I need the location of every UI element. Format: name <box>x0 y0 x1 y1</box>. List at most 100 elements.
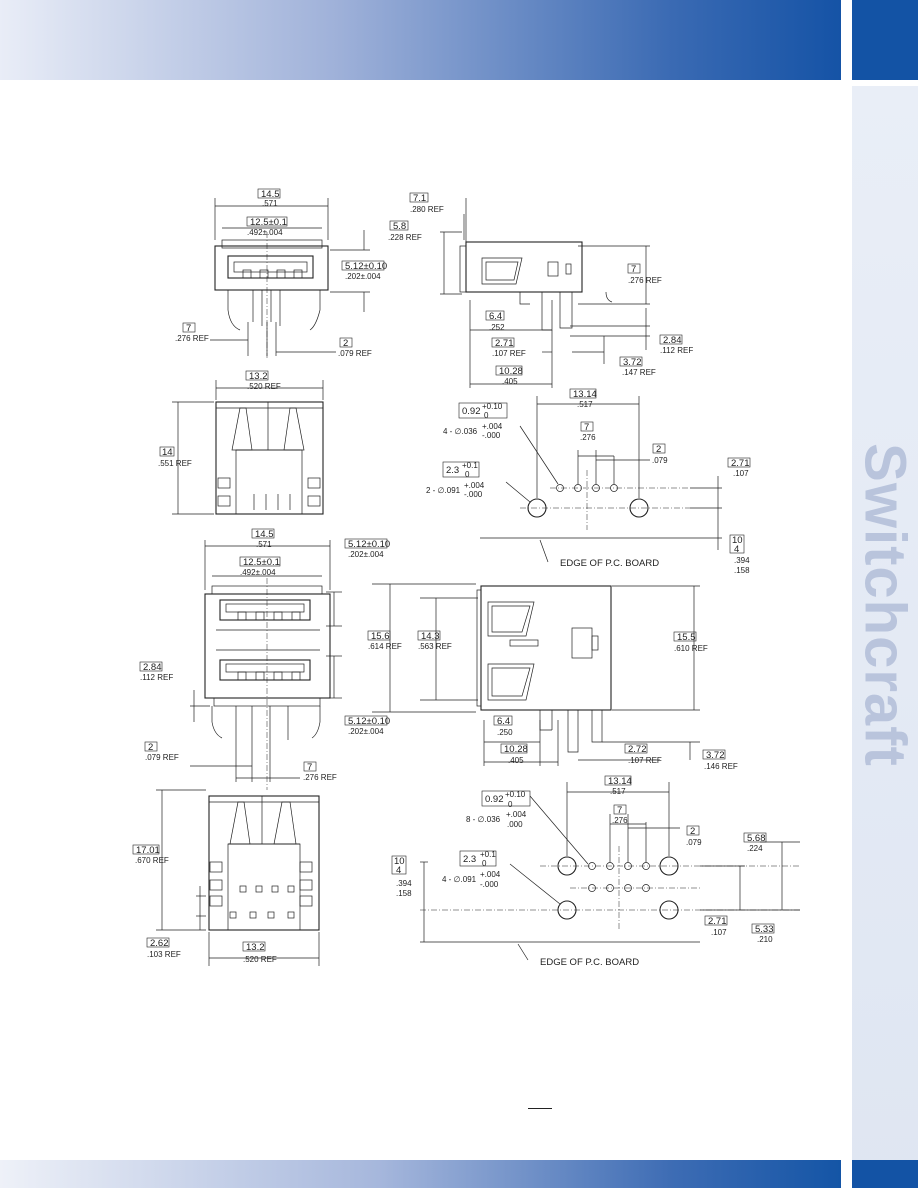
dim-text: +0.1 <box>480 850 496 859</box>
dim-text: 5.12±0.10 <box>348 539 390 550</box>
dim-text: 10.28 <box>504 744 528 755</box>
dim-text: 15.6 <box>371 631 390 642</box>
dim-text: .079 <box>652 456 668 465</box>
view7-dim-132: 13.2 .520 REF <box>242 941 277 964</box>
view6-dim-64: 6.4 .250 <box>493 715 513 737</box>
view-single-front <box>210 198 370 358</box>
dim-text: +.004 <box>506 810 527 819</box>
view-single-side <box>440 198 650 388</box>
view4-hole-small-callout: 0.92 +0.10 0 4 - ∅.036 +.004 -.000 <box>443 402 508 440</box>
dim-text: -.000 <box>480 880 499 889</box>
dim-text: 13.2 <box>246 942 265 953</box>
view8-dim-1314: 13.14 .517 <box>604 775 632 796</box>
dim-text: .551 REF <box>158 459 192 468</box>
view4-dim-7: 7 .276 <box>580 421 596 442</box>
view5-dim-slot-bot: 5.12±0.10 .202±.004 <box>344 715 390 736</box>
view1-dim-inner: 12.5±0.1 .492±.004 <box>246 216 288 237</box>
view7-dim-262: 2.62 .103 REF <box>146 937 181 959</box>
dim-text: +0.1 <box>462 461 478 470</box>
dim-text: .228 REF <box>388 233 422 242</box>
view6-dim-155: 15.5 .610 REF <box>673 631 708 653</box>
dim-text: .112 REF <box>660 346 693 355</box>
dim-text: .276 <box>612 816 628 825</box>
dim-text: 2.71 <box>731 458 750 469</box>
dim-text: 6.4 <box>489 311 502 322</box>
dim-text: .614 REF <box>368 642 402 651</box>
dim-text: +0.10 <box>482 402 503 411</box>
dim-text: 7 <box>584 422 589 433</box>
dim-text: .492±.004 <box>240 568 276 577</box>
dim-text: 0 <box>508 800 513 809</box>
view8-dim-271: 2.71 .107 <box>704 915 728 937</box>
dim-text: .670 REF <box>135 856 169 865</box>
dim-text: 17.01 <box>136 845 160 856</box>
dim-text: 0 <box>484 411 489 420</box>
view2-dim-71: 7.1 .280 REF <box>409 192 444 214</box>
view8-dim-533: 5.33 .210 <box>751 923 775 944</box>
dim-text: .276 REF <box>628 276 662 285</box>
dim-text: .107 <box>711 928 727 937</box>
dim-text: .210 <box>757 935 773 944</box>
dim-text: +.004 <box>464 481 485 490</box>
dim-text: .079 REF <box>145 753 179 762</box>
dim-text: 0 <box>465 470 470 479</box>
view-dual-pcb <box>420 782 800 961</box>
dim-text: 2.84 <box>663 335 682 346</box>
dim-text: 12.5±0.1 <box>243 557 280 568</box>
dim-text: -.000 <box>482 431 501 440</box>
view1-dim-pitch2: 2 .079 REF <box>338 337 372 358</box>
view2-dim-284: 2.84 .112 REF <box>659 334 693 355</box>
side-bar-header <box>852 0 918 80</box>
view8-hole-small-callout: 0.92 +0.10 0 8 - ∅.036 +.004 .000 <box>466 790 531 829</box>
dim-text: .079 REF <box>338 349 372 358</box>
dim-text: 0.92 <box>485 794 504 805</box>
dim-text: .107 REF <box>628 756 662 765</box>
view5-dim-2: 2 .079 REF <box>144 741 179 762</box>
dim-text: 2.3 <box>463 854 476 865</box>
edge-of-pcb-label: EDGE OF P.C. BOARD <box>540 957 639 968</box>
dim-text: .250 <box>497 728 513 737</box>
view-dual-front <box>190 540 342 790</box>
dim-text: 2 <box>343 338 348 349</box>
view5-dim-284: 2.84 .112 REF <box>139 661 173 682</box>
dim-text: .394 <box>396 879 412 888</box>
dim-text: .202±.004 <box>345 272 381 281</box>
dim-text: 2 <box>690 826 695 837</box>
view2-dim-271: 2.71 .107 REF <box>491 337 526 358</box>
dim-text: 6.4 <box>497 716 510 727</box>
side-bar <box>852 0 918 1188</box>
view7-dim-1701: 17.01 .670 REF <box>132 844 169 865</box>
view6-dim-272: 2.72 .107 REF <box>624 743 662 765</box>
view-dual-top <box>156 789 320 966</box>
dim-text: 2.3 <box>446 465 459 476</box>
dim-text: .563 REF <box>418 642 452 651</box>
dim-text: 5.12±0.10 <box>345 261 387 272</box>
dim-text: .107 <box>733 469 749 478</box>
dim-text: 3.72 <box>623 357 642 368</box>
dim-text: 2.71 <box>495 338 514 349</box>
dim-text: .158 <box>734 566 750 575</box>
dim-text: 5.33 <box>755 924 774 935</box>
dim-text: 13.14 <box>573 389 597 400</box>
view3-dim-132: 13.2 .520 REF <box>245 370 281 391</box>
dim-text: .112 REF <box>140 673 173 682</box>
dim-text: .146 REF <box>704 762 738 771</box>
dim-text: .520 REF <box>243 955 277 964</box>
view5-dim-inner: 12.5±0.1 .492±.004 <box>239 556 281 577</box>
view8-dim-568: 5.68 .224 <box>743 832 767 853</box>
view2-dim-58: 5.8 .228 REF <box>388 220 422 242</box>
dim-text: +.004 <box>480 870 501 879</box>
dim-text: +0.10 <box>505 790 526 799</box>
dim-text: 10 <box>732 535 743 546</box>
dim-text: .492±.004 <box>247 228 283 237</box>
dim-text: 2.84 <box>143 662 162 673</box>
dim-text: .517 <box>577 400 593 409</box>
view1-dim-slot: 5.12±0.10 .202±.004 <box>341 260 387 281</box>
view2-dim-64: 6.4 .252 <box>485 310 505 332</box>
page-number-rule <box>528 1108 552 1121</box>
dim-text: 14.5 <box>255 529 274 540</box>
dim-text: .520 REF <box>247 382 281 391</box>
view-dual-side <box>372 583 700 766</box>
dim-text: .147 REF <box>622 368 656 377</box>
dim-text: .280 REF <box>410 205 444 214</box>
